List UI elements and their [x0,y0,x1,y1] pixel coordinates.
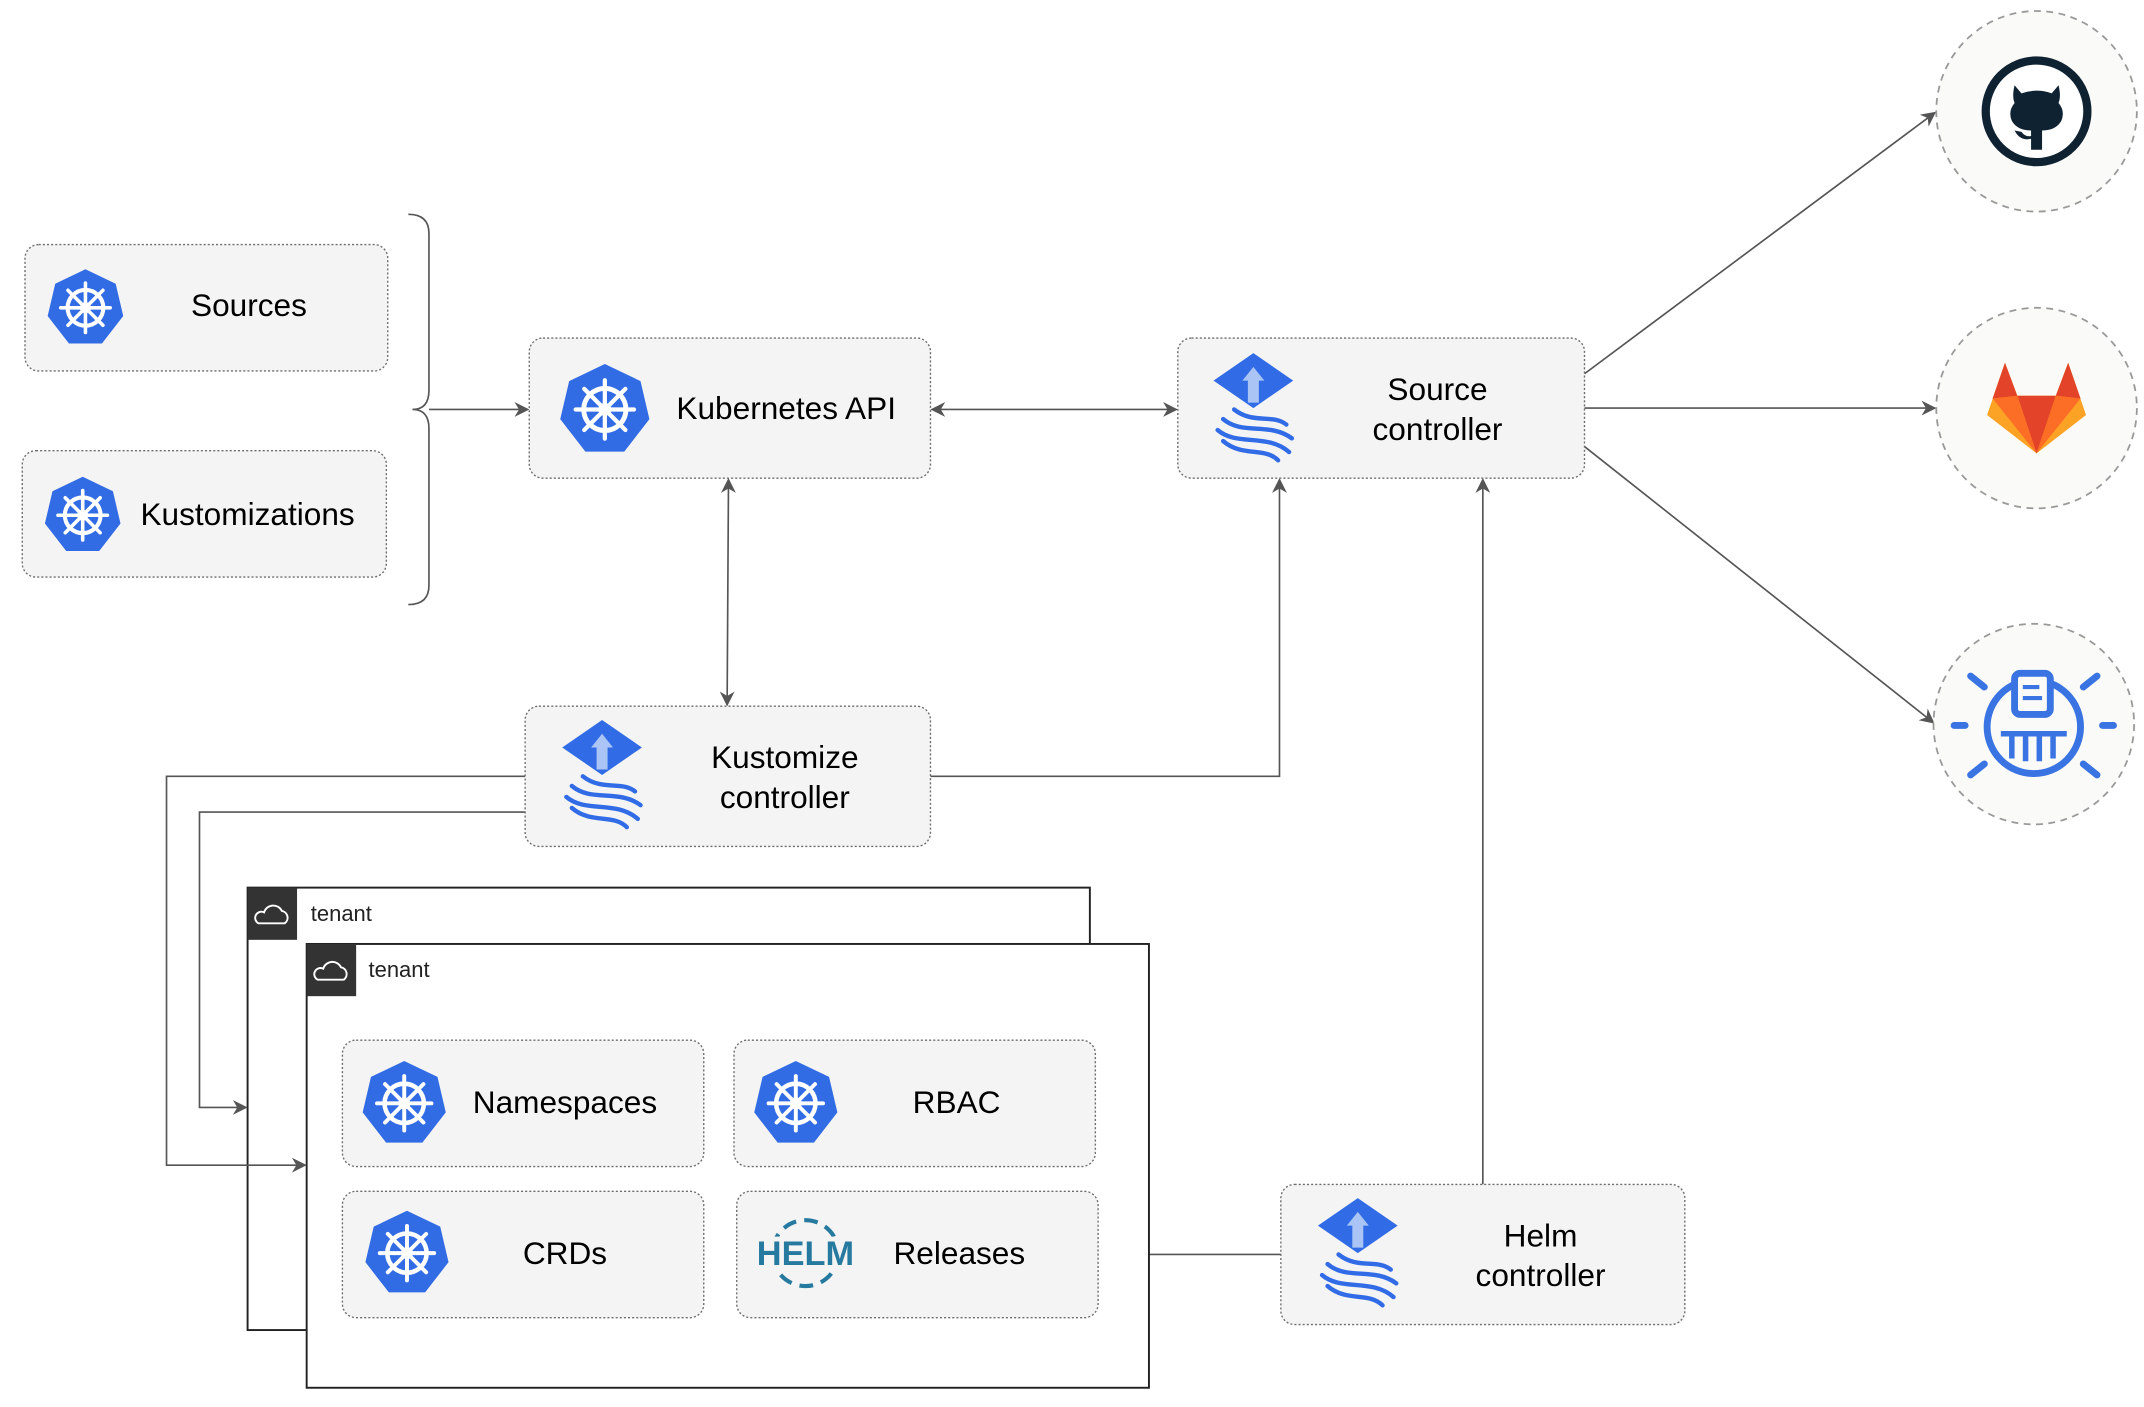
node-rbac[interactable]: RBAC [733,1039,1097,1168]
gitlab-icon [1987,362,2087,454]
node-label: Releases [893,1235,1025,1271]
external-helm-repository[interactable] [1932,622,2136,826]
node-crds[interactable]: CRDs [341,1190,705,1319]
node-label: RBAC [913,1084,1001,1120]
node-releases[interactable]: HELM Releases [736,1190,1099,1319]
node-namespaces[interactable]: Namespaces [341,1039,705,1168]
node-label: Kubernetes API [676,390,896,426]
edge-api-kustomize [719,478,736,707]
svg-text:HELM: HELM [757,1235,854,1273]
node-helm-controller[interactable]: Helm controller [1280,1183,1686,1326]
node-label: Sources [191,287,307,323]
edge-resources-to-api [408,213,430,606]
node-kubernetes-api[interactable]: Kubernetes API [528,337,932,479]
node-label: Namespaces [473,1084,657,1120]
node-label: Kustomizations [140,496,354,532]
node-kustomize-controller[interactable]: Kustomize controller [524,705,932,848]
node-label: Helm [1504,1217,1578,1253]
edge-kustomize-tenant-back [198,811,526,1115]
cloud-icon [254,904,289,925]
tenant-label: tenant [369,957,430,982]
edge-source-helmrepo [1583,445,1935,724]
node-kustomizations[interactable]: Kustomizations [21,449,388,578]
github-icon [1981,56,2092,167]
node-label: CRDs [523,1235,607,1271]
harbor-icon [1950,669,2117,779]
edge-kustomize-tenant-front [165,775,526,1173]
edge-kustomize-source [930,478,1287,778]
node-label: Source [1387,371,1487,407]
external-gitlab[interactable] [1935,306,2138,510]
cloud-icon [313,960,348,981]
node-label: controller [720,779,850,815]
node-label: controller [1476,1257,1606,1293]
helm-icon: HELM [757,1218,854,1289]
node-label: controller [1373,411,1503,447]
tenant-label: tenant [311,901,372,926]
edge-source-github [1584,111,1937,375]
node-sources[interactable]: Sources [24,243,389,372]
node-label: Kustomize [711,739,858,775]
external-github[interactable] [1935,10,2138,213]
node-source-controller[interactable]: Source controller [1177,337,1586,479]
